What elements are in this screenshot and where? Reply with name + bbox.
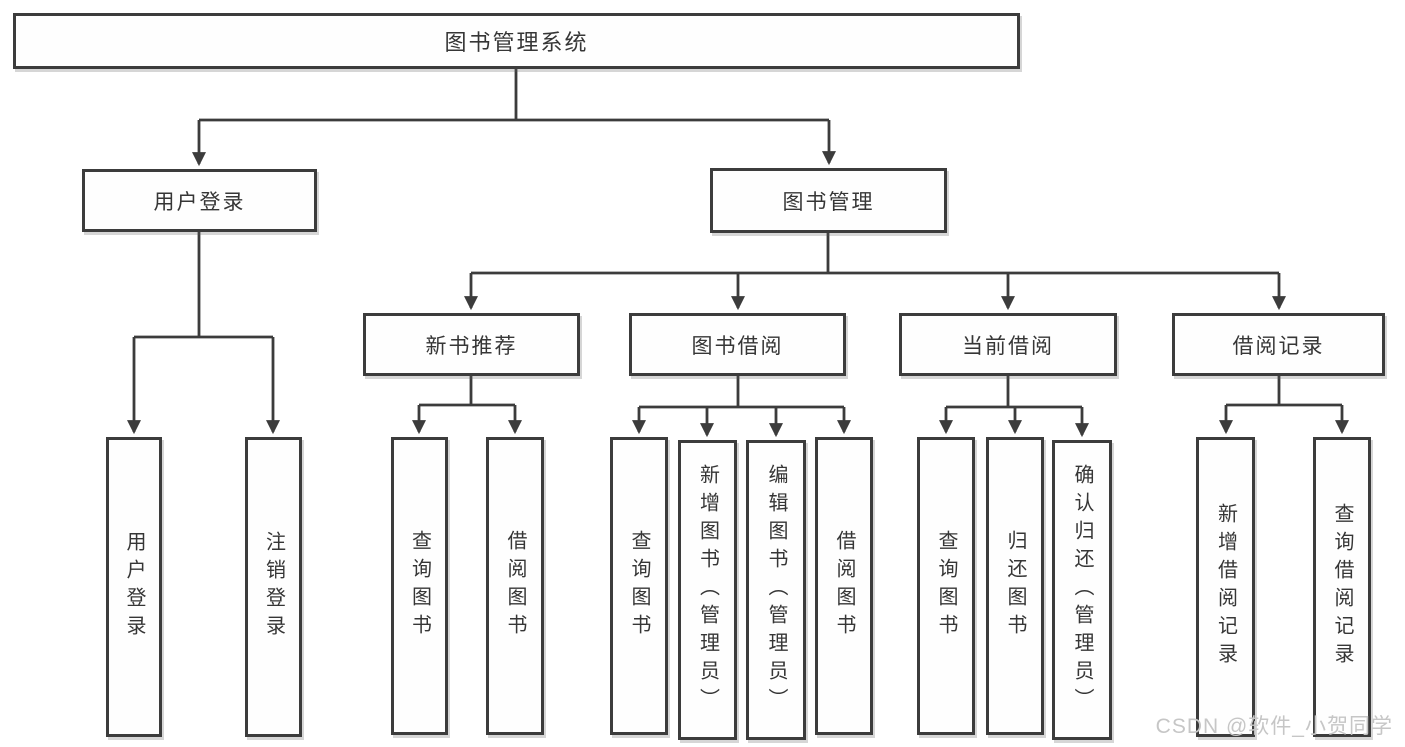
leaf-return-books: 归还图书 (986, 437, 1044, 735)
leaf-query-books-recommend: 查询图书 (391, 437, 448, 735)
leaf-logout: 注销登录 (245, 437, 302, 737)
node-root-system: 图书管理系统 (13, 13, 1020, 69)
leaf-add-books-admin: 新增图书（管理员） (678, 440, 737, 740)
csdn-watermark: CSDN @软件_小贺同学 (1155, 715, 1393, 738)
node-book-borrowing: 图书借阅 (629, 313, 846, 376)
leaf-add-borrow-record: 新增借阅记录 (1196, 437, 1255, 737)
node-new-book-recommend: 新书推荐 (363, 313, 580, 376)
leaf-confirm-return-admin: 确认归还（管理员） (1052, 440, 1112, 740)
node-user-login-branch: 用户登录 (82, 169, 317, 232)
node-borrowing-records: 借阅记录 (1172, 313, 1385, 376)
leaf-user-login: 用户登录 (106, 437, 162, 737)
leaf-query-borrow-record: 查询借阅记录 (1313, 437, 1371, 737)
leaf-query-books-borrowing: 查询图书 (610, 437, 668, 735)
leaf-query-books-current: 查询图书 (917, 437, 975, 735)
leaf-edit-books-admin: 编辑图书（管理员） (746, 440, 806, 740)
node-current-borrowing: 当前借阅 (899, 313, 1117, 376)
leaf-borrow-books: 借阅图书 (815, 437, 873, 735)
node-book-management-branch: 图书管理 (710, 168, 947, 233)
leaf-borrow-books-recommend: 借阅图书 (486, 437, 544, 735)
